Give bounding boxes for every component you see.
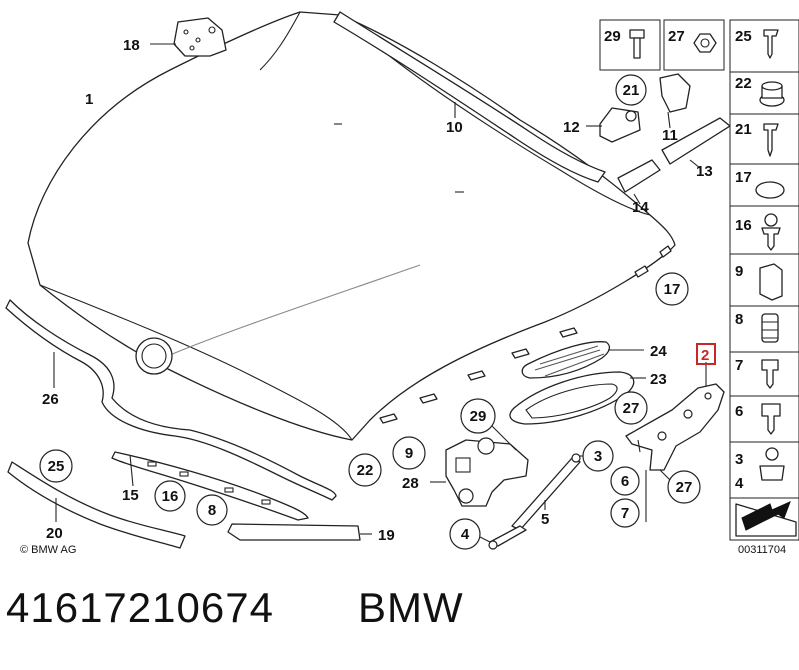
callout-19: 19 — [378, 527, 395, 544]
callout-16-circle: 16 — [162, 488, 179, 505]
callout-14: 14 — [632, 199, 649, 216]
part-26-support-rod — [5, 299, 337, 501]
legend-label-27: 27 — [668, 28, 685, 45]
diagram-number: 00311704 — [738, 544, 786, 556]
legend-label-7: 7 — [735, 357, 743, 374]
part-12-bracket — [599, 107, 641, 143]
callout-27a: 27 — [623, 400, 640, 417]
arrow-icon — [735, 501, 797, 537]
copyright-text: © BMW AG — [20, 544, 76, 556]
callout-20: 20 — [46, 525, 63, 542]
hood-panel — [27, 11, 676, 441]
legend-label-16: 16 — [735, 217, 752, 234]
callout-22-circle: 22 — [357, 462, 374, 479]
callout-27b: 27 — [676, 479, 693, 496]
callout-9-circle: 9 — [405, 445, 413, 462]
hood-vents — [379, 245, 672, 424]
callout-6-circle: 6 — [621, 473, 629, 490]
legend-label-29: 29 — [604, 28, 621, 45]
part-19-rubber-strip — [227, 523, 361, 541]
clip-icon-25 — [763, 29, 779, 59]
clip-icon-21 — [763, 123, 779, 157]
callout-1: 1 — [85, 91, 93, 108]
part-28-latch — [445, 437, 529, 507]
callout-7-circle: 7 — [621, 505, 629, 522]
clip-icon-9 — [759, 263, 783, 301]
part-2-hinge — [625, 383, 725, 471]
callout-21-circle: 21 — [623, 82, 640, 99]
part-15-trim-strip — [111, 451, 309, 521]
callout-10: 10 — [446, 119, 463, 136]
part-5-gas-strut — [488, 453, 581, 550]
legend-label-21: 21 — [735, 121, 752, 138]
highlight-box — [696, 343, 716, 365]
legend-label-8: 8 — [735, 311, 743, 328]
callout-18: 18 — [123, 37, 140, 54]
stud-icon-3-4 — [759, 447, 785, 481]
callout-2-highlighted: 2 — [701, 347, 709, 364]
part-23-frame — [509, 371, 635, 425]
legend-label-4: 4 — [735, 475, 744, 492]
part-number: 41617210674 — [6, 584, 274, 631]
callout-11: 11 — [662, 127, 678, 144]
legend-label-25: 25 — [735, 28, 752, 45]
screw-icon-6 — [761, 403, 781, 435]
legend-label-17: 17 — [735, 169, 752, 186]
caption: 41617210674 BMW — [0, 584, 799, 644]
part-18-bracket — [173, 17, 227, 57]
callout-15: 15 — [122, 487, 139, 504]
callout-circles — [39, 74, 701, 550]
part-10-seal-strip — [333, 11, 606, 183]
spring-nut-icon-8 — [761, 313, 779, 343]
emblem — [135, 337, 173, 375]
callout-23: 23 — [650, 371, 667, 388]
part-24-grille — [521, 341, 611, 379]
callout-8-circle: 8 — [208, 502, 216, 519]
callout-25-circle: 25 — [48, 458, 65, 475]
nut-icon — [693, 33, 717, 53]
callout-4-circle: 4 — [461, 526, 470, 543]
part-11-clip — [659, 73, 691, 113]
callout-26: 26 — [42, 391, 59, 408]
screw-icon-7 — [761, 359, 779, 389]
brand-name: BMW — [358, 584, 464, 631]
callout-29-circle: 29 — [470, 408, 487, 425]
callout-17-circle: 17 — [664, 281, 681, 298]
callout-3-circle: 3 — [594, 448, 602, 465]
callout-labels: 1 18 10 21 12 11 13 14 17 24 23 2 27 29 … — [20, 28, 786, 556]
bolt-icon — [629, 29, 645, 59]
grommet-icon-22 — [759, 81, 785, 107]
callout-28: 28 — [402, 475, 419, 492]
legend-label-3: 3 — [735, 451, 743, 468]
plug-icon-17 — [755, 181, 785, 199]
legend-label-6: 6 — [735, 403, 743, 420]
part-14-strip — [617, 159, 661, 193]
legend-label-22: 22 — [735, 75, 752, 92]
legend-label-9: 9 — [735, 263, 743, 280]
clip-icon-16 — [761, 213, 781, 251]
callout-5: 5 — [541, 511, 549, 528]
fastener-legend — [599, 19, 799, 541]
callout-13: 13 — [696, 163, 713, 180]
callout-24: 24 — [650, 343, 667, 360]
callout-12: 12 — [563, 119, 580, 136]
